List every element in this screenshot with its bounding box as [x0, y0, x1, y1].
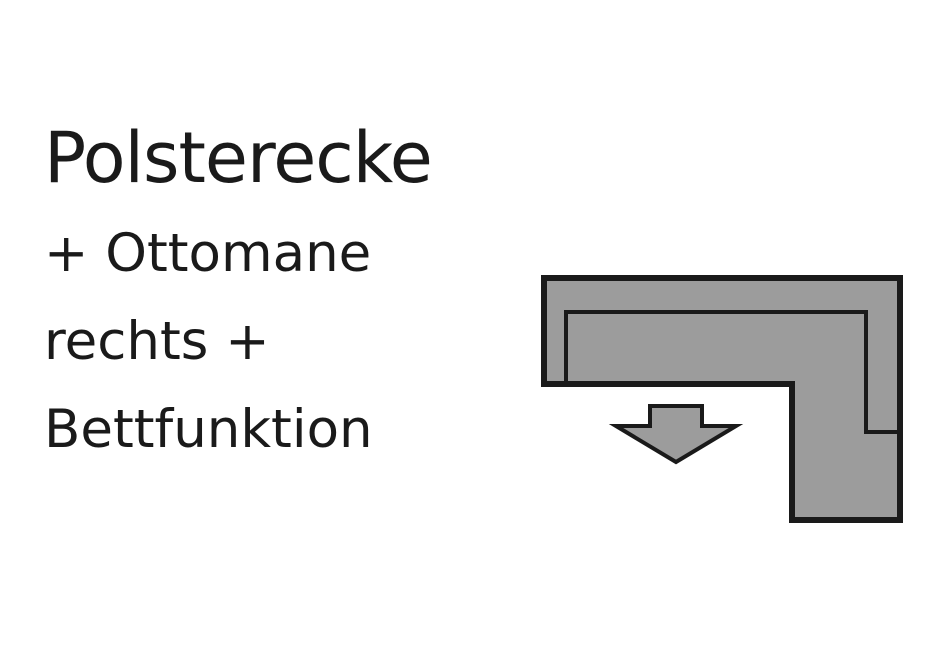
function-line: Bettfunktion	[44, 399, 373, 460]
side-line: rechts +	[44, 311, 270, 372]
ottoman-line: + Ottomane	[44, 223, 372, 284]
sofa-outline	[541, 275, 903, 523]
arrow-down-icon	[608, 404, 744, 465]
backrest-line	[564, 310, 900, 434]
l-shaped-sofa-icon	[541, 275, 903, 523]
product-title: Polsterecke	[44, 117, 433, 199]
